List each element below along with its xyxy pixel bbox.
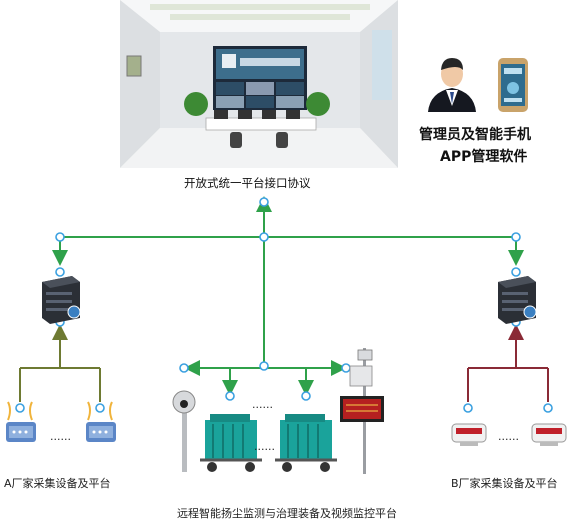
administrator-icon (428, 58, 476, 112)
router-icon (86, 401, 116, 442)
vendor-b-connections (467, 324, 549, 402)
data-collector-icon (531, 423, 567, 446)
bottom-platform-label: 远程智能扬尘监测与治理装备及视频监控平台 (177, 507, 397, 520)
vendor-a-connections (19, 324, 101, 402)
control-room-image (120, 0, 398, 168)
monitoring-station-icon (340, 348, 384, 474)
dust-treatment-machine-icon (200, 414, 262, 472)
vendor-a-label: A厂家采集设备及平台 (4, 477, 111, 490)
smartphone-app-icon (498, 58, 528, 112)
ellipsis-vendor-a: ...... (50, 430, 71, 443)
vendor-b-label: B厂家采集设备及平台 (451, 477, 558, 490)
data-collector-icon (451, 423, 487, 446)
server-icon (42, 276, 81, 324)
camera-pole-icon (172, 390, 196, 472)
ellipsis-top-devices: ...... (252, 398, 273, 411)
green-connections (52, 196, 524, 396)
protocol-label: 开放式统一平台接口协议 (184, 176, 311, 190)
ellipsis-machines: ...... (254, 440, 275, 453)
server-icon (498, 276, 537, 324)
connection-nodes (15, 197, 553, 413)
admin-label-line1: 管理员及智能手机 (419, 127, 531, 143)
admin-label-line2: APP管理软件 (440, 149, 528, 165)
router-icon (6, 401, 36, 442)
ellipsis-vendor-b: ...... (498, 430, 519, 443)
dust-treatment-machine-icon (275, 414, 337, 472)
